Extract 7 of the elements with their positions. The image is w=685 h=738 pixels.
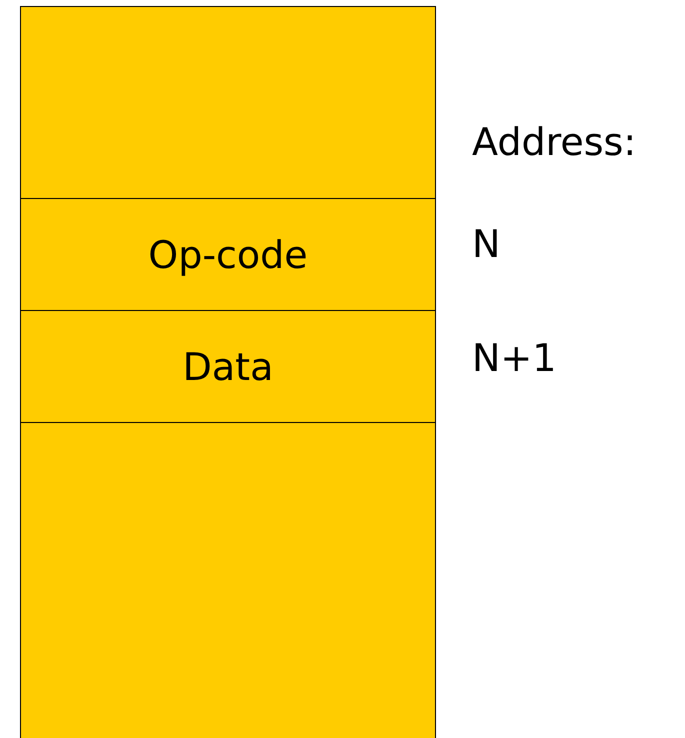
memory-cell: Op-code (20, 198, 436, 311)
column-header: Address: (472, 120, 636, 164)
memory-cell: Data (20, 310, 436, 423)
memory-cell (20, 422, 436, 738)
address-label: N (472, 222, 500, 266)
memory-cell (20, 6, 436, 199)
address-label: N+1 (472, 336, 556, 380)
